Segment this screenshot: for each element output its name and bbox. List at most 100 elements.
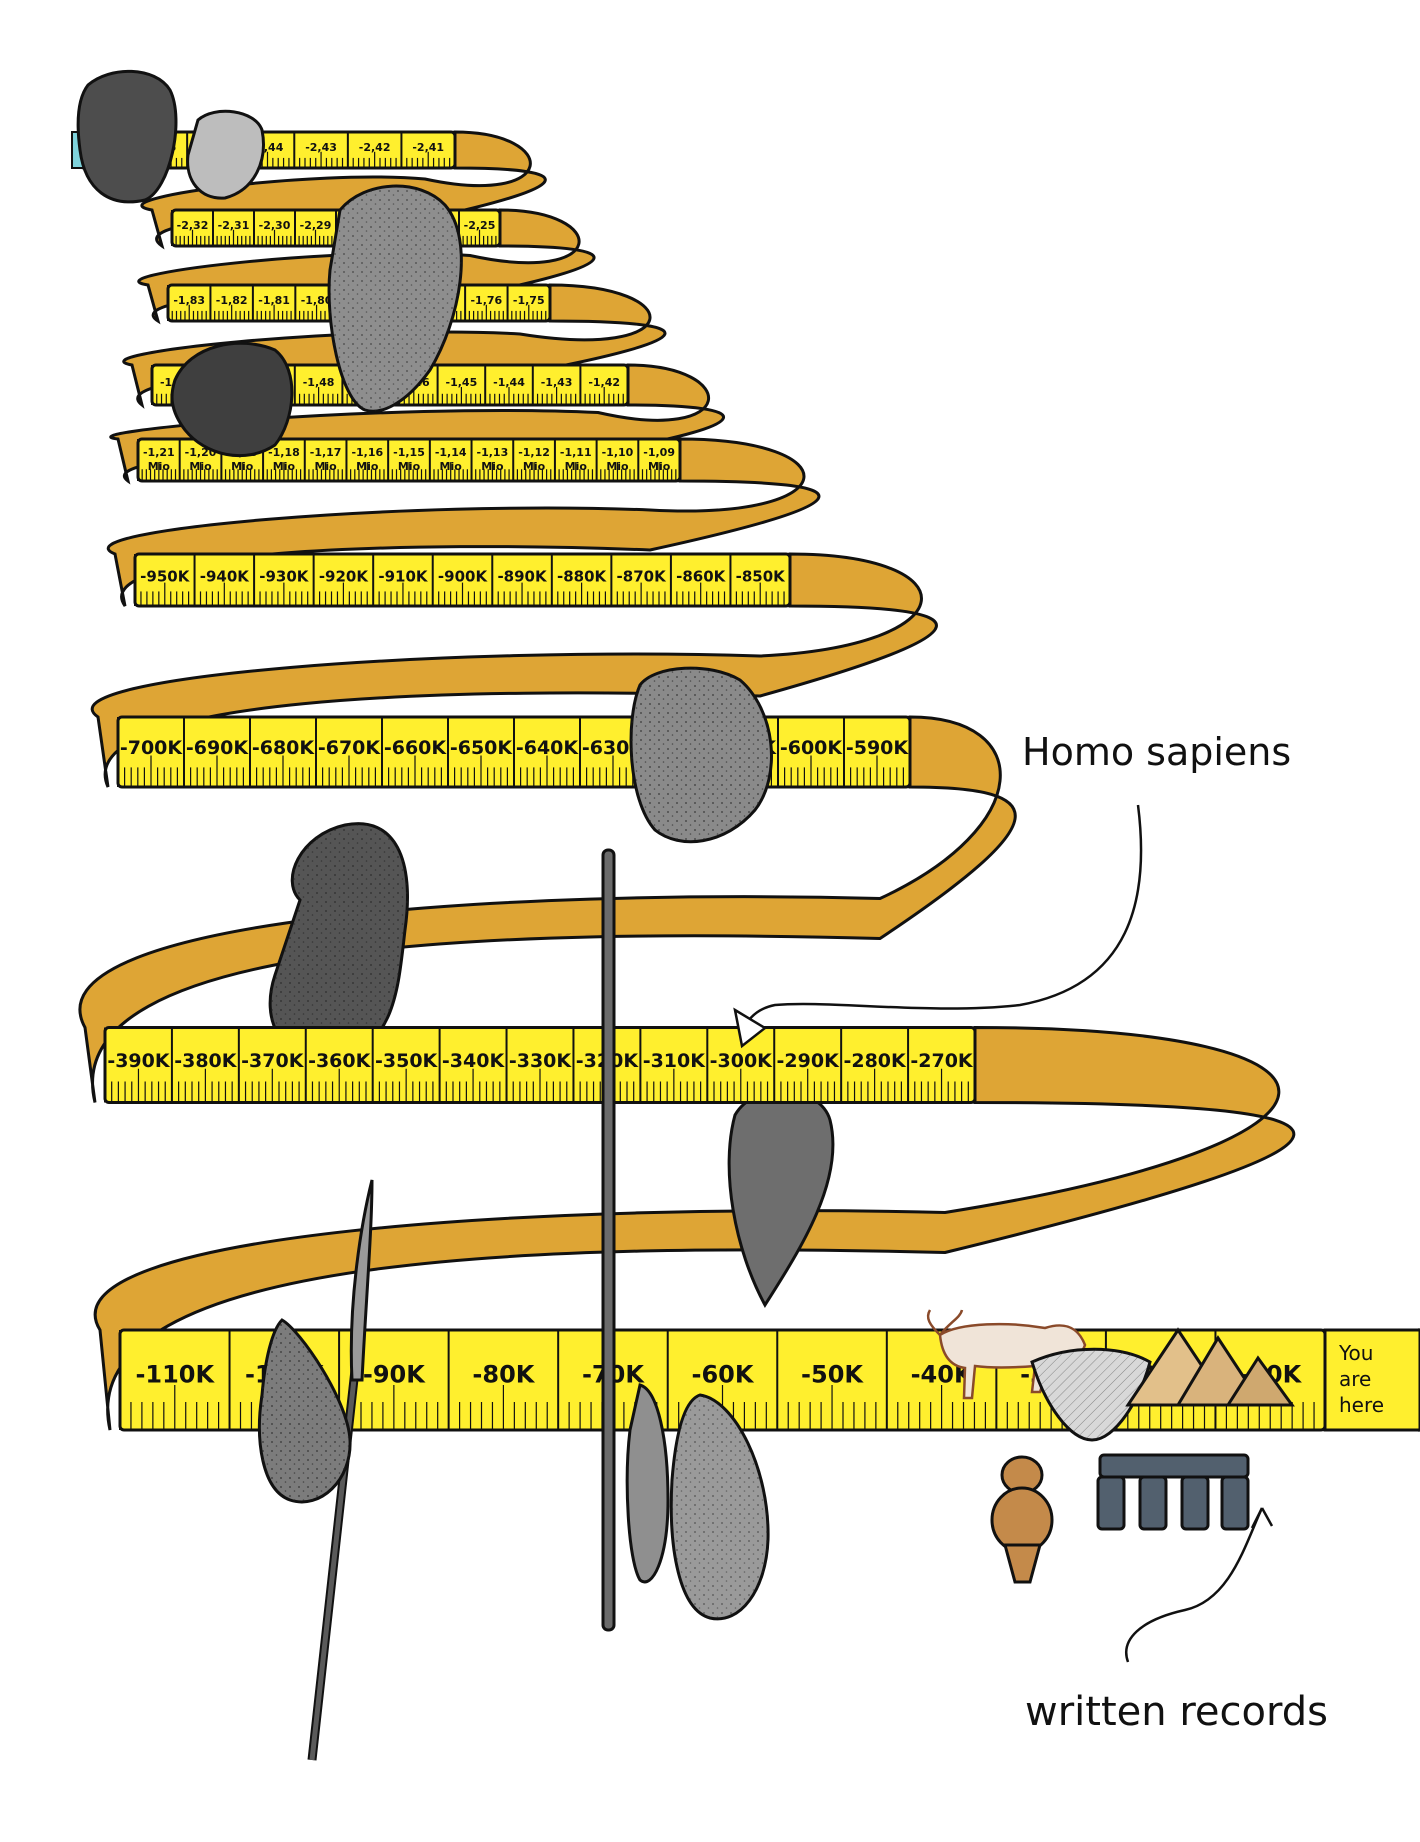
tape-tick-label: -350K (375, 1050, 439, 1072)
homo-sapiens-arrow (743, 804, 1143, 1026)
tape-tick-label: -380K (174, 1050, 238, 1072)
tape-tick-label: -650K (450, 737, 514, 759)
tape-tick-label: -340K (442, 1050, 506, 1072)
tape-unit-label: Mio (356, 460, 379, 473)
tape-back-sweep (106, 437, 821, 607)
tape-unit-label: Mio (398, 460, 421, 473)
tape-tick-label: -1,44 (493, 376, 525, 389)
tape-unit-label: Mio (565, 460, 588, 473)
tape-tick-label: -310K (643, 1050, 707, 1072)
tape-tick-label: -660K (384, 737, 448, 759)
tape-tick-label: -690K (186, 737, 250, 759)
homo-sapiens-annotation: Homo sapiens (733, 730, 1291, 1049)
tape-tick-label: -590K (846, 737, 910, 759)
pyramids-icon (1125, 1327, 1295, 1407)
tape-tick-label: -1,14 (435, 446, 467, 459)
tape-tick-label: -270K (910, 1050, 974, 1072)
tape-row: -1,21Mio-1,20Mio-1,19Mio-1,18Mio-1,17Mio… (136, 437, 682, 483)
tape-tick-label: -950K (140, 568, 191, 586)
tape-tick-label: -390K (107, 1050, 171, 1072)
tape-tick-label: -370K (241, 1050, 305, 1072)
tape-unit-label: Mio (231, 460, 254, 473)
written-records-arrow (1125, 1507, 1264, 1663)
tape-tick-label: -670K (318, 737, 382, 759)
stonehenge-icon (1096, 1453, 1250, 1531)
tape-back-sweep (78, 715, 1017, 1103)
tape-tick-label: -110K (135, 1360, 215, 1388)
tape-unit-label: Mio (648, 460, 671, 473)
tape-tick-label: -1,43 (541, 376, 573, 389)
tape-tick-label: -1,18 (268, 446, 300, 459)
tape-tick-label: -1,09 (643, 446, 675, 459)
tape-tick-label: -1,48 (303, 376, 335, 389)
tape-tick-label: -1,10 (602, 446, 634, 459)
tape-tick-label: -890K (497, 568, 548, 586)
tape-tick-label: -940K (200, 568, 251, 586)
tape-tick-label: -80K (472, 1360, 535, 1388)
tape-tick-label: -1,45 (446, 376, 478, 389)
tape-tick-label: -900K (438, 568, 489, 586)
tape-tick-label: -1,11 (560, 446, 592, 459)
stone-tools-front (76, 69, 773, 1621)
pebble-tool-icon (76, 69, 178, 204)
tape-tick-label: -600K (780, 737, 844, 759)
tape-tick-label: -1,81 (258, 294, 290, 307)
tape-tick-label: -700K (120, 737, 184, 759)
tape-tick-label: -2,29 (300, 219, 332, 232)
tape-tick-label: -1,75 (513, 294, 545, 307)
tape-tick-label: -880K (557, 568, 608, 586)
woven-basket-icon (1030, 1347, 1152, 1442)
late-era-icons (926, 1309, 1295, 1584)
tape-tick-label: -360K (308, 1050, 372, 1072)
tape-tick-label: -1,83 (173, 294, 205, 307)
tape-tick-label: -680K (252, 737, 316, 759)
tape-tick-label: -1,13 (477, 446, 509, 459)
tape-row: -950K-940K-930K-920K-910K-900K-890K-880K… (133, 552, 792, 608)
tape-tick-label: -280K (843, 1050, 907, 1072)
venus-figurine-icon (990, 1455, 1054, 1584)
tape-tick-label: -90K (363, 1360, 426, 1388)
tape-tick-label: -1,82 (216, 294, 248, 307)
you-are-here-segment (1323, 1328, 1420, 1432)
chopper-stone-icon (170, 341, 294, 458)
tape-tick-label: -2,31 (218, 219, 250, 232)
pebble-tool-icon (186, 109, 265, 200)
tape-tick-label: -860K (676, 568, 727, 586)
tape-tick-label: -640K (516, 737, 580, 759)
tape-unit-label: Mio (273, 460, 296, 473)
tape-tick-label: -850K (736, 568, 787, 586)
tape-tick-label: -2,32 (177, 219, 209, 232)
tape-unit-label: Mio (606, 460, 629, 473)
tape-tick-label: -1,80 (301, 294, 333, 307)
tape-tick-label: -2,25 (464, 219, 496, 232)
tape-tick-label: -1,76 (470, 294, 502, 307)
tape-row: -700K-690K-680K-670K-660K-650K-640K-630K… (116, 715, 912, 789)
wooden-staff-icon (601, 848, 616, 1632)
tape-tick-label: -1,42 (588, 376, 620, 389)
tape-unit-label: Mio (523, 460, 546, 473)
tape-back-sweep (90, 552, 938, 788)
tape-tick-label: -1,17 (310, 446, 342, 459)
you-are-here-label: here (1339, 1393, 1384, 1417)
tape-tick-label: -2,30 (259, 219, 291, 232)
tape-tick-label: -330K (509, 1050, 573, 1072)
written-records-annotation: written records (1025, 1507, 1328, 1735)
stone-tools-back (268, 822, 835, 1308)
tape-tick-label: -1,21 (143, 446, 175, 459)
tape-unit-label: Mio (481, 460, 504, 473)
tape-tick-label: -60K (692, 1360, 755, 1388)
written-records-label: written records (1025, 1689, 1328, 1735)
tape-back-sweep (93, 1025, 1296, 1431)
tape-tick-label: -2,43 (305, 141, 337, 154)
tape-tick-label: -1,12 (518, 446, 550, 459)
tape-tick-label: -1,15 (393, 446, 425, 459)
tape-tick-label: -1,16 (351, 446, 383, 459)
tape-unit-label: Mio (314, 460, 337, 473)
tape-tick-label: -290K (777, 1050, 841, 1072)
tape-unit-label: Mio (148, 460, 171, 473)
tape-row: -390K-380K-370K-360K-350K-340K-330K-320K… (103, 1026, 977, 1104)
you-are-here-label: are (1339, 1367, 1371, 1391)
tape-tick-label: -920K (319, 568, 370, 586)
tape-tick-label: -910K (378, 568, 429, 586)
